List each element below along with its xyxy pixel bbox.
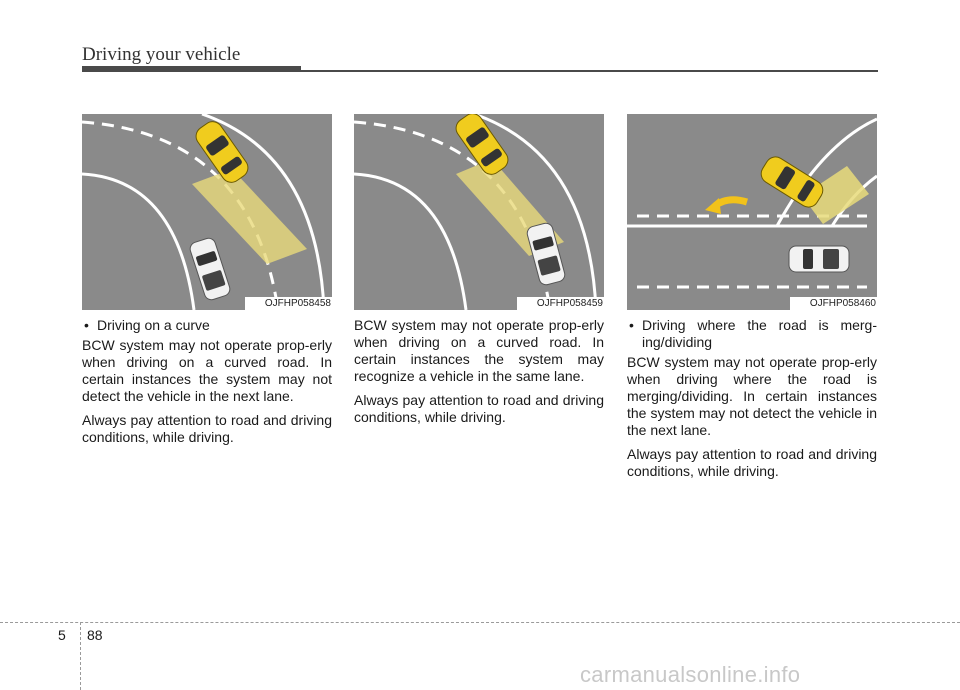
bullet-dot-icon: • <box>629 317 634 333</box>
merge-arrow-icon <box>705 196 749 214</box>
curve-road-illustration <box>354 114 604 310</box>
yellow-car-icon <box>455 114 509 175</box>
figure-code: OJFHP058459 <box>517 297 604 310</box>
detection-zone <box>192 169 307 264</box>
bullet-dot-icon: • <box>84 317 89 333</box>
chapter-number: 5 <box>58 627 66 643</box>
bullet-item: • Driving where the road is merg-ing/divi… <box>627 317 877 351</box>
body-paragraph: BCW system may not operate prop-erly whe… <box>82 337 332 404</box>
curve-road-illustration <box>82 114 332 310</box>
figure-curve-same-lane: OJFHP058459 <box>354 114 604 310</box>
body-paragraph: Always pay attention to road and driving… <box>627 446 877 479</box>
yellow-car-icon <box>760 156 824 208</box>
body-paragraph: Always pay attention to road and driving… <box>82 412 332 445</box>
body-paragraph: Always pay attention to road and driving… <box>354 392 604 425</box>
white-suv-icon <box>526 222 566 286</box>
footer-vertical-divider <box>80 622 81 690</box>
text-column-2: BCW system may not operate prop-erly whe… <box>354 317 604 433</box>
header-rule-thin <box>301 70 878 72</box>
footer-divider <box>0 622 960 623</box>
figure-code: OJFHP058460 <box>790 297 877 310</box>
section-title: Driving your vehicle <box>82 44 241 65</box>
white-suv-icon <box>788 245 850 273</box>
white-suv-icon <box>189 237 231 301</box>
text-column-3: • Driving where the road is merg-ing/divi… <box>627 317 877 487</box>
merging-road-illustration <box>627 114 877 310</box>
watermark: carmanualsonline.info <box>580 662 801 687</box>
yellow-car-icon <box>195 121 249 183</box>
figure-code: OJFHP058458 <box>245 297 332 310</box>
bullet-item: • Driving on a curve <box>82 317 332 334</box>
detection-zone <box>802 166 869 224</box>
text-column-1: • Driving on a curve BCW system may not o… <box>82 317 332 453</box>
body-paragraph: BCW system may not operate prop-erly whe… <box>354 317 604 384</box>
body-paragraph: BCW system may not operate prop-erly whe… <box>627 354 877 438</box>
figure-curve-next-lane: OJFHP058458 <box>82 114 332 310</box>
header-rule-thick <box>82 66 301 72</box>
bullet-text: Driving on a curve <box>97 317 210 333</box>
bullet-text: Driving where the road is merg-ing/divid… <box>642 317 877 350</box>
figure-merging-road: OJFHP058460 <box>627 114 877 310</box>
page-number: 88 <box>87 627 103 643</box>
